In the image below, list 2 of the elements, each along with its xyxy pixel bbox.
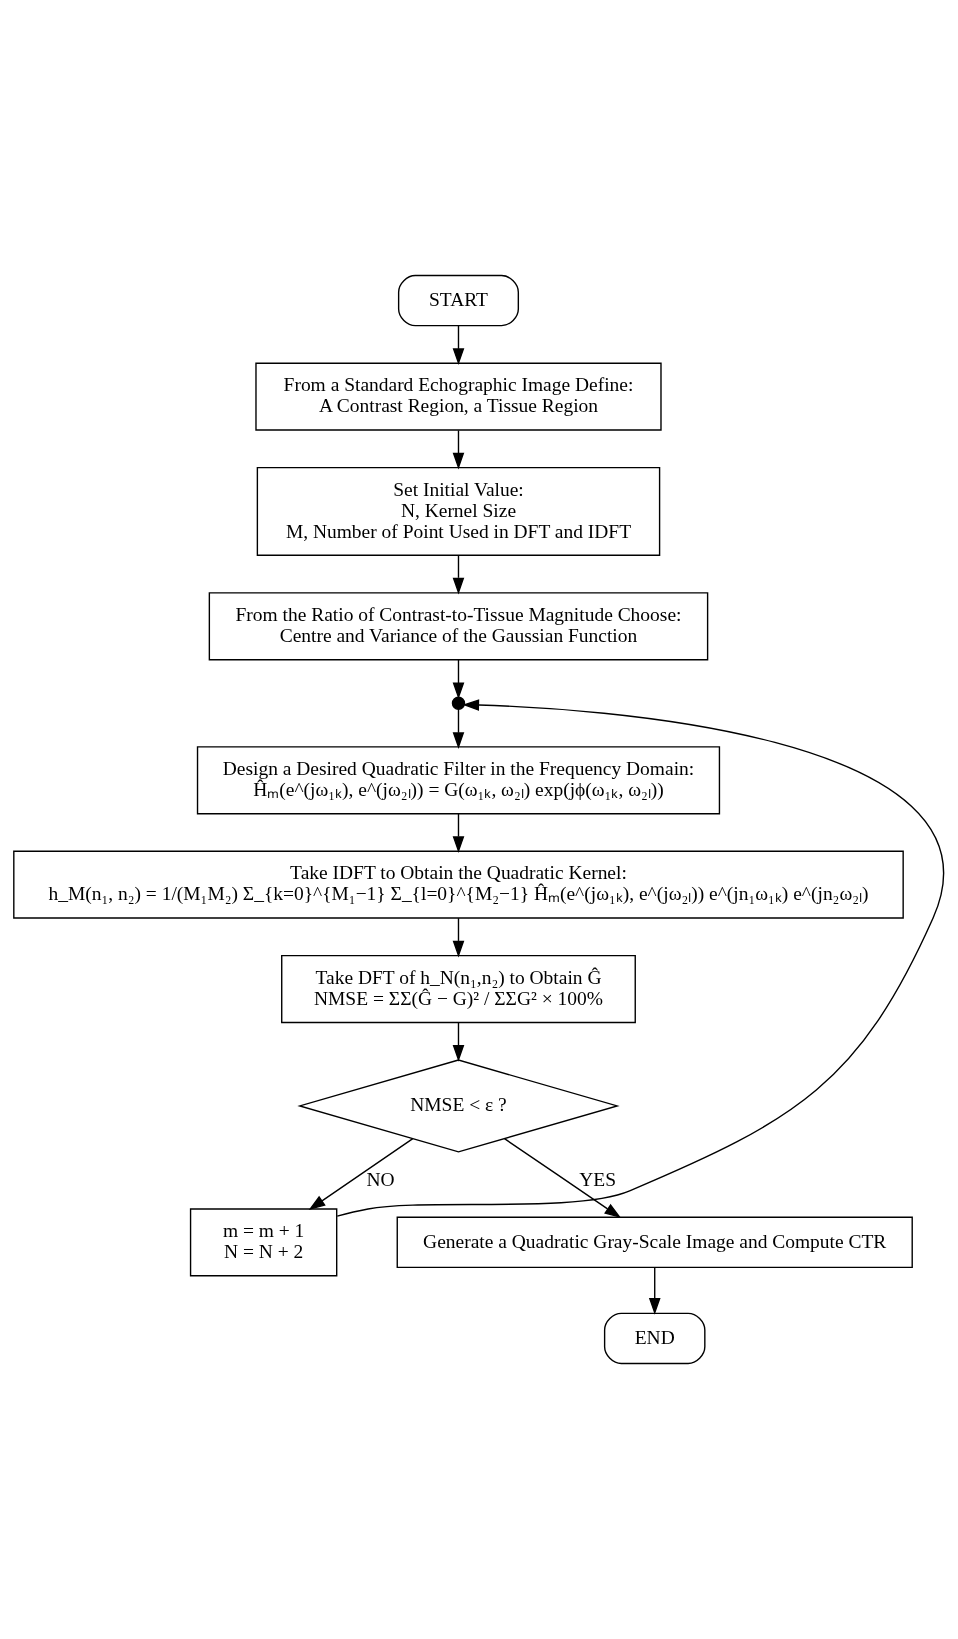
edge-label: YES (579, 1168, 617, 1190)
edge-label: NO (366, 1168, 395, 1190)
